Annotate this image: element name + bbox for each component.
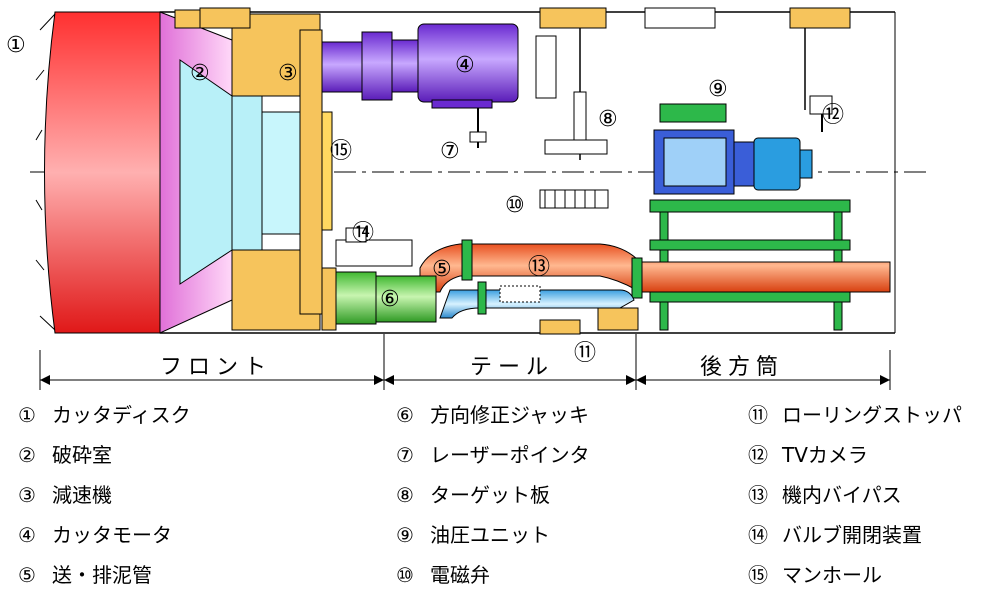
legend-num: ⑪ [748,403,768,427]
legend-item-10: ⑩ 電磁弁 [396,555,490,595]
section-front-label: フロント [160,355,272,380]
section-rear-label: 後方筒 [700,355,784,380]
legend-num: ⑫ [748,443,768,467]
legend-item-3: ③ 減速機 [18,475,112,515]
legend-item-6: ⑥ 方向修正ジャッキ [396,395,589,435]
manhole [321,111,333,231]
callout-11: ⑪ [574,341,596,366]
callout-6: ⑥ [380,287,400,312]
legend-label: 電磁弁 [430,563,490,587]
legend-item-4: ④ カッタモータ [18,515,172,555]
legend-num: ⑨ [396,523,414,547]
legend-num: ④ [18,523,36,547]
legend-label: 減速機 [52,483,112,507]
legend-num: ⑥ [396,403,414,427]
callout-13: ⑬ [528,255,550,280]
bypass-pipe [439,281,639,335]
target-board [535,28,608,160]
callout-7: ⑦ [440,139,460,164]
legend-label: マンホール [782,563,882,587]
legend-num: ② [18,443,36,467]
callout-5: ⑤ [432,257,452,282]
legend-num: ⑧ [396,483,414,507]
section-dimensions [39,334,891,390]
legend-item-8: ⑧ ターゲット板 [396,475,550,515]
legend-label: レーザーポインタ [430,443,590,467]
legend-label: ローリングストッパ [782,403,962,427]
reducer [174,9,333,331]
legend-item-5: ⑤ 送・排泥管 [18,555,152,595]
legend-item-1: ① カッタディスク [18,395,191,435]
crushing-chamber [159,11,323,334]
legend-num: ③ [18,483,36,507]
cutter-motor [321,23,519,109]
callout-14: ⑭ [352,221,374,246]
legend-item-15: ⑮ マンホール [748,555,882,595]
section-tail-label: テール [470,355,554,380]
callout-10: ⑩ [505,193,525,218]
legend-label: 破砕室 [52,443,112,467]
legend-num: ⑭ [748,523,768,547]
callout-12: ⑫ [822,103,844,128]
solenoid-valve [539,189,609,209]
cutter-disk [35,11,167,334]
legend-num: ⑤ [18,563,36,587]
legend-item-7: ⑦ レーザーポインタ [396,435,590,475]
legend-item-11: ⑪ ローリングストッパ [748,395,962,435]
legend-num: ⑩ [396,563,414,587]
legend-item-9: ⑨ 油圧ユニット [396,515,550,555]
callout-8: ⑧ [598,107,618,132]
legend-num: ⑦ [396,443,414,467]
hydraulic-unit [649,103,851,331]
callout-9: ⑨ [708,77,728,102]
tv-camera [804,28,833,132]
valve-actuator [335,227,413,267]
top-brackets [199,7,851,29]
callout-4: ④ [455,53,475,78]
legend-label: 機内バイパス [782,483,902,507]
callout-3: ③ [278,61,298,86]
callout-1: ① [6,33,26,58]
legend-label: 油圧ユニット [430,523,550,547]
legend-item-2: ② 破砕室 [18,435,112,475]
legend-label: 送・排泥管 [52,563,152,587]
legend-num: ⑮ [748,563,768,587]
legend-label: TVカメラ [782,443,868,467]
legend-label: ターゲット板 [430,483,550,507]
legend-num: ⑬ [748,483,768,507]
legend-num: ① [18,403,36,427]
legend-label: バルブ開閉装置 [782,523,922,547]
legend-label: カッタディスク [52,403,191,427]
mud-pipe [419,239,891,299]
laser-pointer [469,108,487,148]
callout-15: ⑮ [330,139,352,164]
legend-item-13: ⑬ 機内バイパス [748,475,902,515]
legend: ① カッタディスク ② 破砕室 ③ 減速機 ④ カッタモータ ⑤ 送・排泥管 ⑥ 方向修正ジ… [0,395,991,595]
callout-2: ② [190,61,210,86]
legend-item-12: ⑫ TVカメラ [748,435,868,475]
legend-item-14: ⑭ バルブ開閉装置 [748,515,922,555]
legend-label: カッタモータ [52,523,172,547]
legend-label: 方向修正ジャッキ [430,403,589,427]
steering-jack [321,267,437,331]
